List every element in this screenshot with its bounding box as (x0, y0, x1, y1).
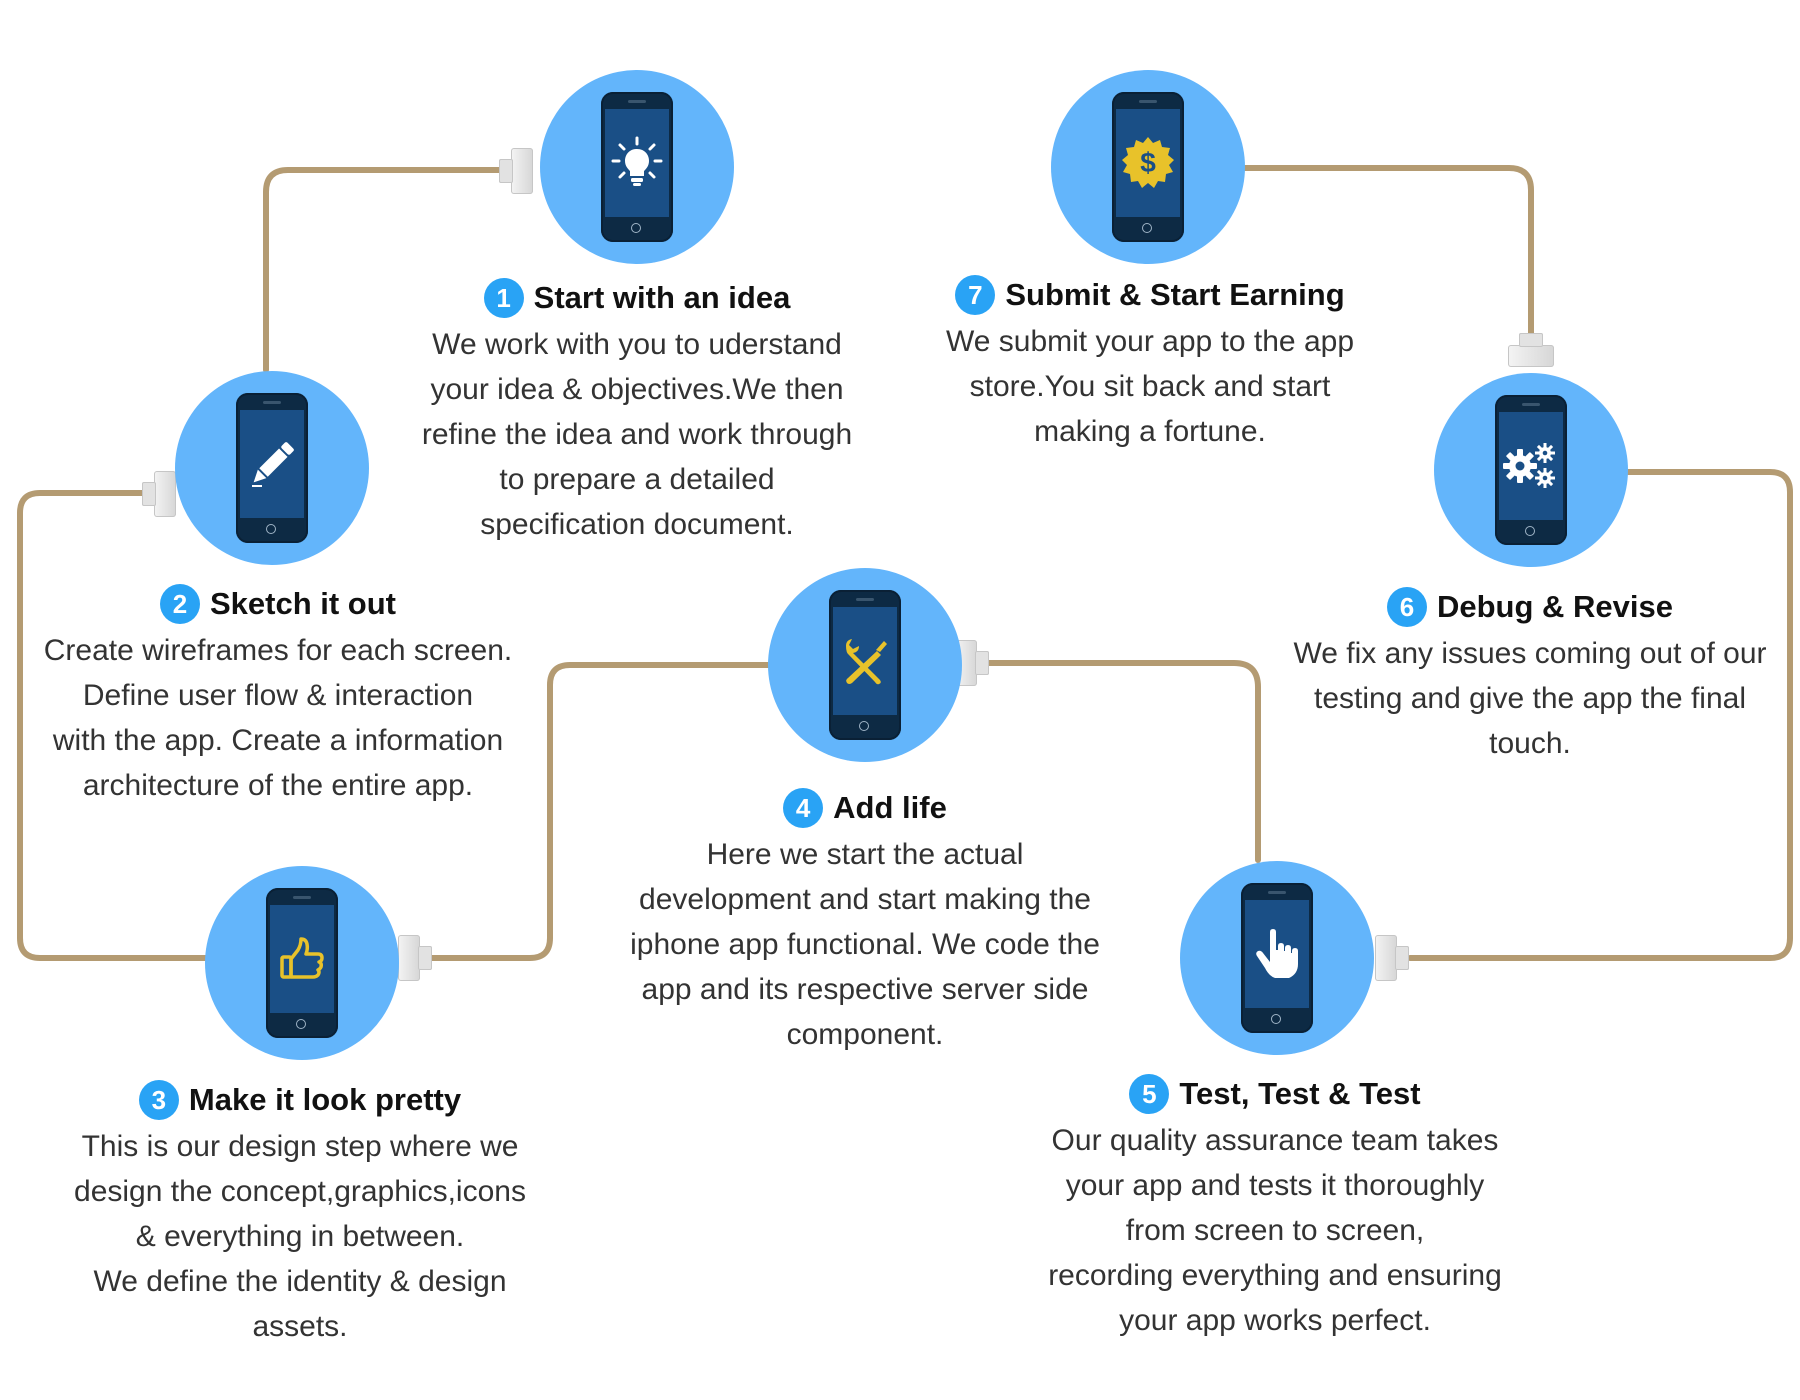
step-4-heading: 4 Add life (615, 788, 1115, 828)
plug-step-2 (142, 471, 176, 517)
description-line: making a fortune. (1034, 415, 1266, 448)
step-title: Submit & Start Earning (1005, 277, 1345, 312)
cable-5-6 (1407, 469, 1793, 961)
step-number-badge: 6 (1386, 587, 1427, 627)
phone-icon (601, 92, 673, 242)
step-5-heading: 5 Test, Test & Test (1025, 1074, 1525, 1114)
step-description: This is our design step where we design … (50, 1124, 550, 1349)
lightbulb-icon (601, 109, 673, 217)
step-title: Debug & Revise (1436, 589, 1673, 624)
step-number-badge: 2 (159, 584, 200, 624)
thumbs-up-icon (266, 905, 338, 1013)
cable-4-5 (982, 660, 1261, 863)
step-description: Here we start the actual development and… (615, 832, 1115, 1057)
step-number-badge: 7 (955, 275, 996, 315)
step-4-text: 4 Add life Here we start the actual deve… (615, 788, 1115, 1057)
step-6-text: 6 Debug & Revise We fix any issues comin… (1270, 587, 1790, 766)
description-line: with the app. Create a information (52, 724, 504, 757)
step-6-heading: 6 Debug & Revise (1270, 587, 1790, 627)
phone-icon (1495, 395, 1567, 545)
step-1-text: 1 Start with an idea We work with you to… (397, 278, 877, 547)
phone-icon: $ (1112, 92, 1184, 242)
hand-pointer-icon (1241, 900, 1313, 1008)
step-number-badge: 4 (783, 788, 824, 828)
plug-step-6 (1508, 333, 1554, 367)
step-description: Our quality assurance team takes your ap… (1025, 1118, 1525, 1343)
description-line: store.You sit back and start (969, 370, 1331, 403)
description-line: assets. (252, 1310, 348, 1343)
description-line: iphone app functional. We code the (630, 928, 1100, 961)
cable-1-2 (263, 167, 508, 373)
step-description: We fix any issues coming out of our test… (1270, 631, 1790, 766)
step-title: Make it look pretty (188, 1082, 462, 1117)
description-line: specification document. (480, 508, 794, 541)
step-3-heading: 3 Make it look pretty (50, 1080, 550, 1120)
plug-step-1 (499, 148, 533, 194)
step-number-badge: 3 (138, 1080, 179, 1120)
step-3-text: 3 Make it look pretty This is our design… (50, 1080, 550, 1349)
description-line: refine the idea and work through (421, 418, 853, 451)
cable-6-7 (1241, 165, 1534, 338)
description-line: We define the identity & design (93, 1265, 507, 1298)
description-line: touch. (1489, 727, 1571, 760)
svg-text:$: $ (1140, 147, 1156, 178)
description-line: We submit your app to the app (945, 325, 1355, 358)
cable-2-3 (17, 490, 211, 961)
phone-icon (829, 590, 901, 740)
description-line: We work with you to uderstand (432, 328, 842, 361)
description-line: & everything in between. (135, 1220, 465, 1253)
step-5-text: 5 Test, Test & Test Our quality assuranc… (1025, 1074, 1525, 1343)
description-line: Here we start the actual (706, 838, 1024, 871)
description-line: Define user flow & interaction (82, 679, 474, 712)
description-line: from screen to screen, (1125, 1214, 1425, 1247)
gears-icon (1495, 412, 1567, 520)
description-line: We fix any issues coming out of our (1293, 637, 1767, 670)
step-title: Sketch it out (209, 586, 396, 621)
plug-step-3 (398, 935, 432, 981)
description-line: Create wireframes for each screen. (43, 634, 513, 667)
step-2-text: 2 Sketch it out Create wireframes for ea… (18, 584, 538, 808)
phone-icon (1241, 883, 1313, 1033)
phone-icon (266, 888, 338, 1038)
description-line: recording everything and ensuring (1048, 1259, 1502, 1292)
description-line: to prepare a detailed (499, 463, 775, 496)
step-description: Create wireframes for each screen. Defin… (18, 628, 538, 808)
step-title: Add life (833, 790, 947, 825)
cable-3-4 (427, 662, 772, 961)
description-line: testing and give the app the final (1314, 682, 1746, 715)
description-line: design the concept,graphics,icons (74, 1175, 526, 1208)
plug-step-5 (1375, 935, 1409, 981)
description-line: your app works perfect. (1119, 1304, 1431, 1337)
description-line: This is our design step where we (81, 1130, 519, 1163)
tools-icon (829, 607, 901, 715)
pencil-icon (236, 410, 308, 518)
description-line: development and start making the (639, 883, 1091, 916)
step-description: We work with you to uderstand your idea … (397, 322, 877, 547)
step-number-badge: 1 (483, 278, 524, 318)
step-7-heading: 7 Submit & Start Earning (910, 275, 1390, 315)
description-line: app and its respective server side (641, 973, 1089, 1006)
step-7-text: 7 Submit & Start Earning We submit your … (910, 275, 1390, 454)
step-number-badge: 5 (1129, 1074, 1170, 1114)
phone-icon (236, 393, 308, 543)
description-line: architecture of the entire app. (82, 769, 474, 802)
step-1-heading: 1 Start with an idea (397, 278, 877, 318)
description-line: Our quality assurance team takes (1051, 1124, 1499, 1157)
description-line: your idea & objectives.We then (430, 373, 844, 406)
dollar-coin-icon: $ (1112, 109, 1184, 217)
step-title: Test, Test & Test (1179, 1076, 1421, 1111)
description-line: your app and tests it thoroughly (1065, 1169, 1485, 1202)
step-title: Start with an idea (533, 280, 791, 315)
step-2-heading: 2 Sketch it out (18, 584, 538, 624)
description-line: component. (786, 1018, 944, 1051)
step-description: We submit your app to the app store.You … (910, 319, 1390, 454)
